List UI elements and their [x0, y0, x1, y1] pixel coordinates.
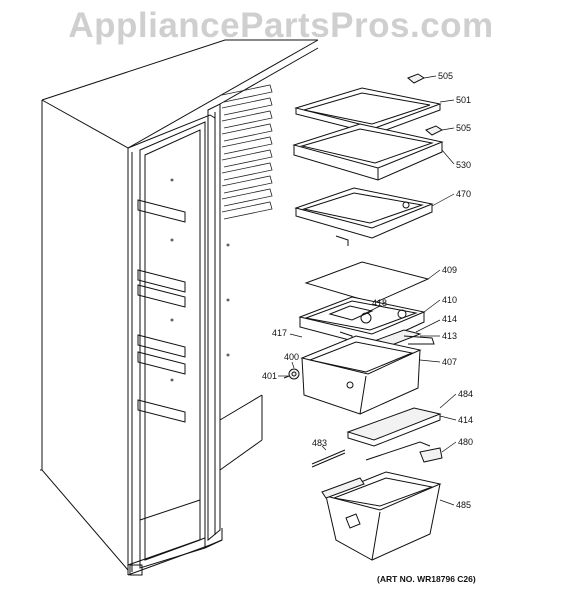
callout-407: 407 — [442, 357, 457, 367]
pan-cover-484-icon — [346, 407, 442, 447]
drawer-slide-icon — [365, 441, 443, 463]
callout-505-top: 505 — [438, 71, 453, 81]
callout-401: 401 — [262, 371, 277, 381]
callout-501: 501 — [456, 95, 471, 105]
callout-530: 530 — [456, 160, 471, 170]
knob-icon — [283, 368, 300, 380]
callout-417: 417 — [272, 328, 287, 338]
refrigerator-cabinet-icon — [40, 39, 319, 576]
callout-505-mid: 505 — [456, 123, 471, 133]
callout-485: 485 — [456, 500, 471, 510]
callout-470: 470 — [456, 189, 471, 199]
callout-483: 483 — [312, 438, 327, 448]
callout-484: 484 — [458, 389, 473, 399]
callout-409: 409 — [442, 265, 457, 275]
leader-lines — [278, 75, 457, 506]
shelf-470-icon — [294, 187, 434, 246]
art-number: (ART NO. WR18796 C26) — [377, 574, 476, 584]
crisper-drawer-485-icon — [321, 471, 442, 561]
callout-414-lower: 414 — [458, 415, 473, 425]
callout-418: 418 — [372, 298, 387, 308]
shelf-530-icon — [292, 123, 444, 181]
watermark: AppliancePartsPros.com — [68, 6, 494, 45]
crisper-cover-glass-icon — [304, 261, 430, 304]
callout-410: 410 — [442, 295, 457, 305]
rod-icon — [311, 449, 346, 468]
callout-400: 400 — [284, 352, 299, 362]
crisper-drawer-407-icon — [300, 335, 422, 415]
callout-414-upper: 414 — [442, 314, 457, 324]
callout-480: 480 — [458, 437, 473, 447]
callout-413: 413 — [442, 331, 457, 341]
